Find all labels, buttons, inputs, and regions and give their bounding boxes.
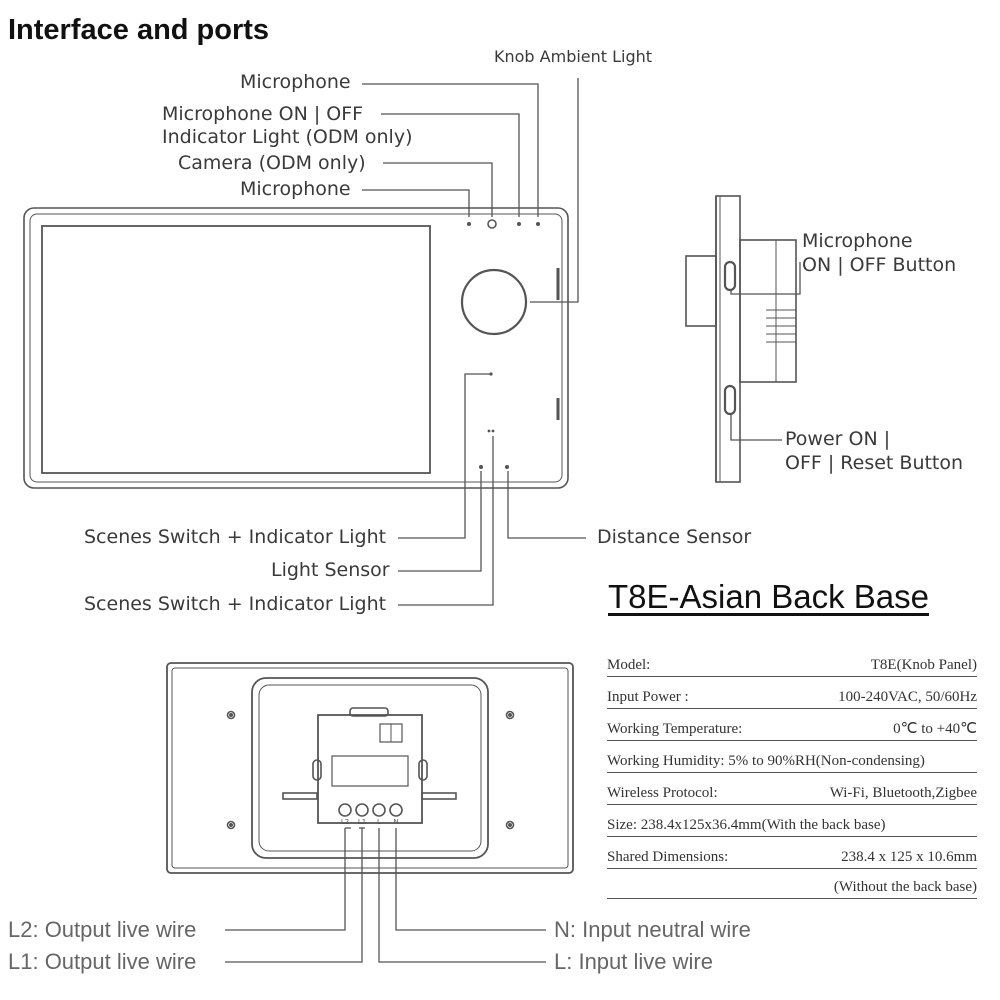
mic-button-label-line2: ON | OFF Button	[802, 254, 957, 276]
spec-row: Working Temperature:0℃ to +40℃	[607, 716, 977, 741]
wire-l1-label: L1: Output live wire	[8, 949, 197, 974]
back-base-title: T8E-Asian Back Base	[608, 578, 929, 615]
knob-ambient-light-label: Knob Ambient Light	[494, 47, 653, 66]
spec-row: Wireless Protocol:Wi-Fi, Bluetooth,Zigbe…	[607, 780, 977, 805]
distance-sensor-label: Distance Sensor	[597, 526, 752, 548]
microphone-top-label: Microphone	[240, 71, 351, 93]
scenes-switch-label-2: Scenes Switch + Indicator Light	[84, 593, 387, 615]
terminal-l2-label: L2	[341, 818, 349, 826]
terminal-l1-label: L1	[358, 818, 366, 826]
side-view	[685, 195, 801, 483]
camera-label: Camera (ODM only)	[178, 152, 366, 174]
front-panel	[23, 207, 569, 489]
scenes-switch-label-1: Scenes Switch + Indicator Light	[84, 526, 387, 548]
spec-row: Model:T8E(Knob Panel)	[607, 652, 977, 677]
mic-indicator-label-line1: Microphone ON | OFF	[162, 103, 364, 125]
mic-button-label-line1: Microphone	[802, 230, 913, 252]
wire-l2-label: L2: Output live wire	[8, 917, 197, 942]
knob	[460, 268, 528, 336]
microphone-bottom-label: Microphone	[240, 178, 351, 200]
terminal-n-label: N	[393, 818, 398, 826]
page-title: Interface and ports	[8, 14, 270, 46]
power-button-label-line1: Power ON |	[785, 428, 891, 450]
spec-row: Size: 238.4x125x36.4mm(With the back bas…	[607, 812, 977, 837]
spec-row: Working Humidity: 5% to 90%RH(Non-conden…	[607, 748, 977, 773]
camera-lens	[487, 219, 497, 229]
wire-l-label: L: Input live wire	[554, 949, 713, 974]
wire-n-label: N: Input neutral wire	[554, 917, 751, 942]
front-callouts	[362, 78, 586, 606]
terminal-l-label: L	[377, 818, 381, 826]
spec-row: Shared Dimensions:238.4 x 125 x 10.6mm	[607, 844, 977, 869]
spec-row: Input Power :100-240VAC, 50/60Hz	[607, 684, 977, 709]
light-sensor-label: Light Sensor	[271, 559, 390, 581]
back-base	[166, 662, 574, 963]
power-button-label-line2: OFF | Reset Button	[785, 452, 964, 474]
spec-row: (Without the back base)	[607, 874, 977, 899]
sensor-dots	[467, 222, 540, 469]
mic-indicator-label-line2: Indicator Light (ODM only)	[162, 126, 413, 148]
